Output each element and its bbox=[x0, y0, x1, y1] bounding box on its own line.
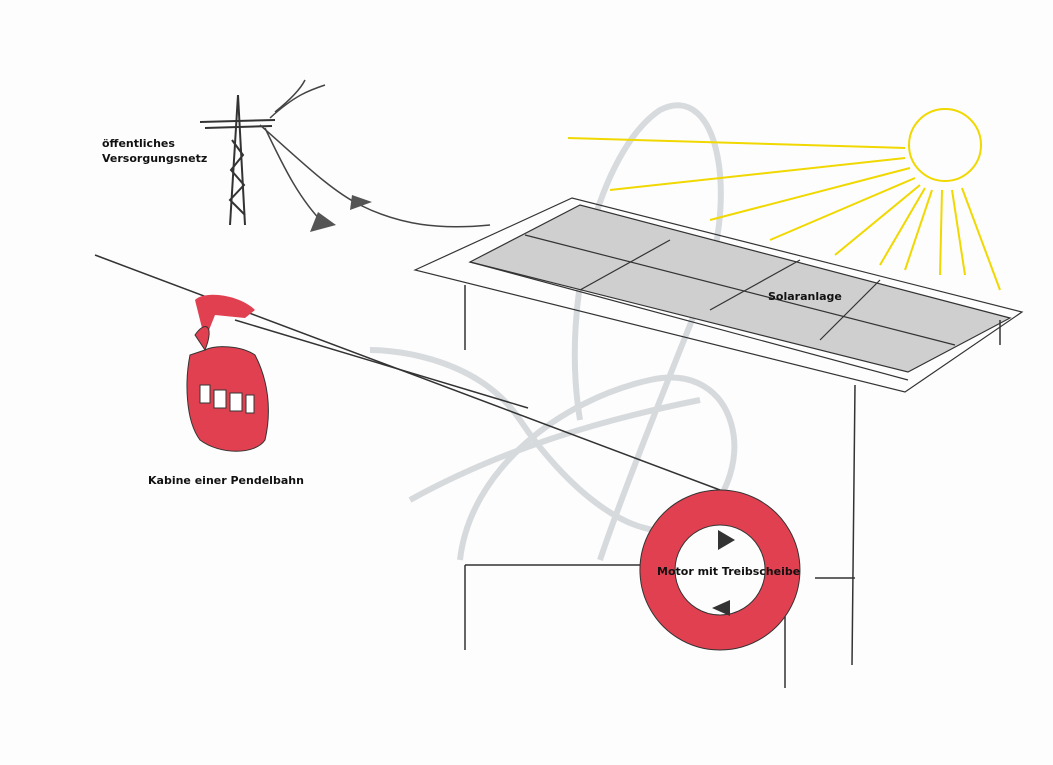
solar-panel bbox=[413, 197, 1024, 393]
sun bbox=[567, 108, 1001, 291]
label-motor: Motor mit Treibscheibe bbox=[657, 565, 801, 578]
rotation-arrow-icon bbox=[718, 530, 735, 550]
label-cable-car-cabin: Kabine einer Pendelbahn bbox=[148, 474, 304, 487]
power-pylon bbox=[199, 94, 276, 226]
arrow-icon bbox=[350, 195, 372, 210]
label-public-grid: öffentliches Versorgungsnetz bbox=[102, 136, 207, 166]
rotation-arrow-icon bbox=[712, 600, 730, 616]
power-lines bbox=[259, 79, 491, 228]
arrow-icon bbox=[310, 212, 336, 232]
label-public-grid-line2: Versorgungsnetz bbox=[102, 152, 208, 165]
label-solar-plant: Solaranlage bbox=[768, 290, 842, 303]
gondola-cabin bbox=[186, 294, 269, 452]
background-scribble bbox=[369, 102, 738, 561]
drive-wheel bbox=[639, 489, 801, 651]
label-public-grid-line1: öffentliches bbox=[102, 137, 175, 150]
